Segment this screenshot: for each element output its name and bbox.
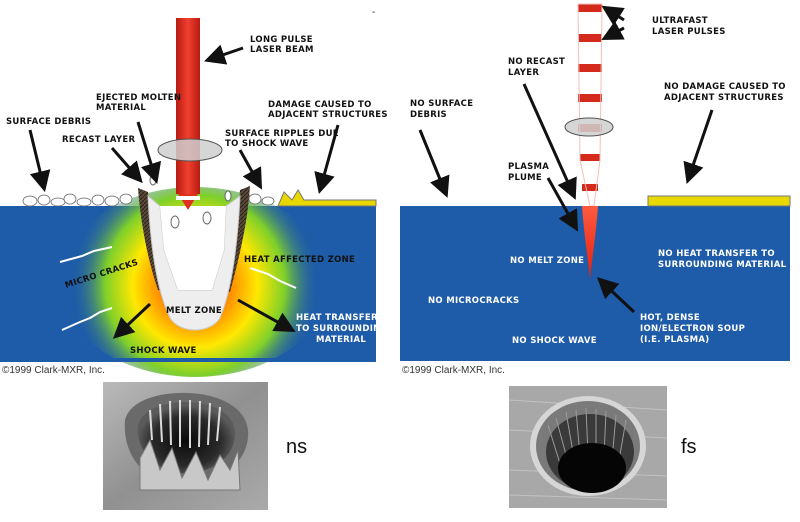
ejected-droplet [202,211,212,225]
undamaged-adjacent-structure [647,195,791,207]
ejected-droplet [170,215,180,229]
arrow-beam [204,44,244,65]
melt-zone-label: MELT ZONE [166,306,222,316]
shock-wave-label: SHOCK WAVE [130,346,197,356]
left-edge-glyph: - [372,7,375,18]
ultrafast-pulse-train [578,4,602,191]
arrow-pulses-1 [601,5,625,26]
arrow-damage [314,124,340,195]
arrow-ripples [238,149,263,190]
haz-label: HEAT AFFECTED ZONE [244,255,355,265]
melt-zone-crater [147,194,241,331]
arrow-no-debris [418,129,450,198]
arrow-no-recast [522,83,577,200]
no-melt-label: NO MELT ZONE [510,256,584,266]
fs-sem-photo [508,386,668,508]
surface-debris-label: SURFACE DEBRIS [6,117,91,127]
no-microcracks-label: NO MICROCRACKS [428,296,519,306]
micro-crack [59,246,113,263]
arrow-soup [596,277,636,314]
recast-label: RECAST LAYER [62,135,135,145]
ns-label: ns [286,436,307,458]
focusing-lens [157,138,223,162]
ejected-droplet [224,190,232,202]
arrow-no-damage [683,109,714,184]
arrow-ejected [136,121,162,185]
beam-gap [176,196,200,200]
arrow-recast [110,147,143,184]
arrow-pulses-2 [601,20,625,40]
long-pulse-beam-top [176,18,200,194]
micro-crack [61,307,113,331]
ns-sem-photo [103,382,268,510]
arrow-plume [546,177,579,232]
no-shock-label: NO SHOCK WAVE [512,336,597,346]
plasma-plume [582,206,598,280]
left-bottom-border [0,358,376,362]
arrow-shock [112,302,152,339]
left-copyright: ©1999 Clark-MXR, Inc. [2,365,105,376]
focusing-lens [564,117,614,137]
surface-debris [22,193,275,207]
arrow-surface-debris [28,129,51,193]
right-copyright: ©1999 Clark-MXR, Inc. [402,365,505,376]
micro-crack [249,267,297,289]
arrow-heat-transfer [237,298,296,333]
fs-label: fs [681,436,697,458]
damaged-adjacent-structure [277,189,377,207]
